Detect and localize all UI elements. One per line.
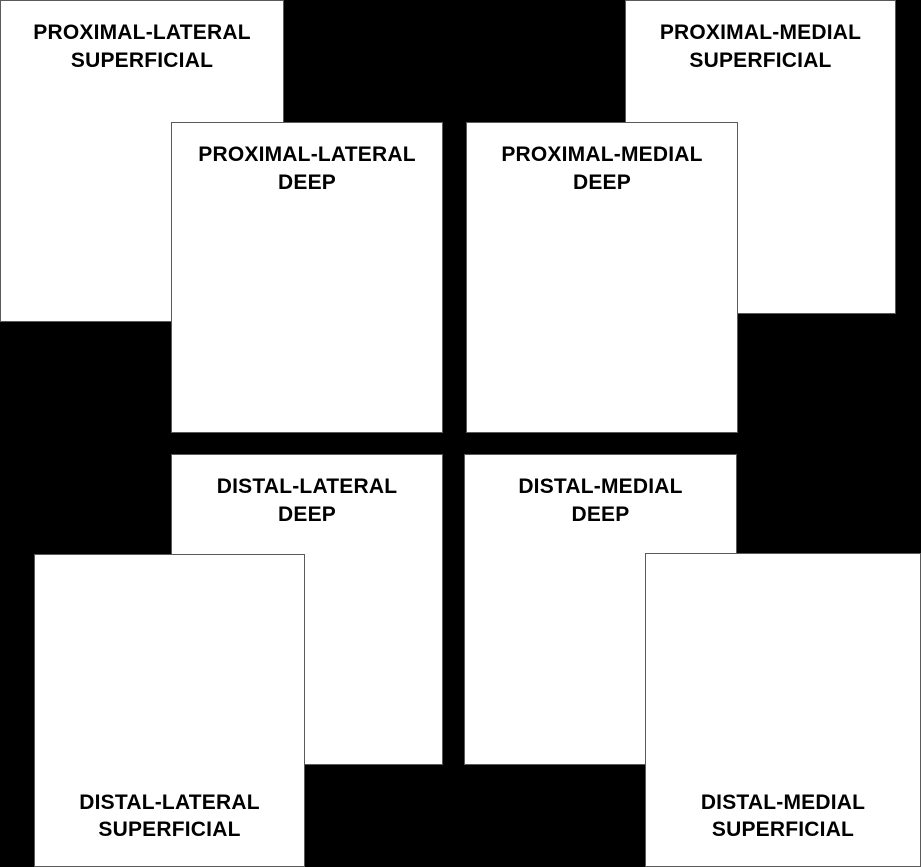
panel-label-proximal-lateral-deep: PROXIMAL-LATERAL DEEP (198, 143, 416, 194)
panel-distal-medial-superficial[interactable]: DISTAL-MEDIAL SUPERFICIAL (645, 553, 921, 867)
panel-label-distal-lateral-superficial: DISTAL-LATERAL SUPERFICIAL (79, 790, 260, 842)
panel-label-proximal-medial-superficial: PROXIMAL-MEDIAL SUPERFICIAL (659, 21, 862, 72)
panel-proximal-medial-deep[interactable]: PROXIMAL-MEDIAL DEEP (466, 122, 738, 433)
panel-proximal-lateral-deep[interactable]: PROXIMAL-LATERAL DEEP (171, 122, 443, 433)
panel-label-proximal-medial-deep: PROXIMAL-MEDIAL DEEP (501, 143, 703, 194)
panel-label-distal-medial-deep: DISTAL-MEDIAL DEEP (518, 475, 683, 526)
panel-label-proximal-lateral-superficial: PROXIMAL-LATERAL SUPERFICIAL (33, 21, 251, 72)
panel-label-distal-medial-superficial: DISTAL-MEDIAL SUPERFICIAL (700, 790, 866, 842)
panel-label-distal-lateral-deep: DISTAL-LATERAL DEEP (216, 475, 398, 526)
panel-distal-lateral-superficial[interactable]: DISTAL-LATERAL SUPERFICIAL (34, 554, 305, 867)
